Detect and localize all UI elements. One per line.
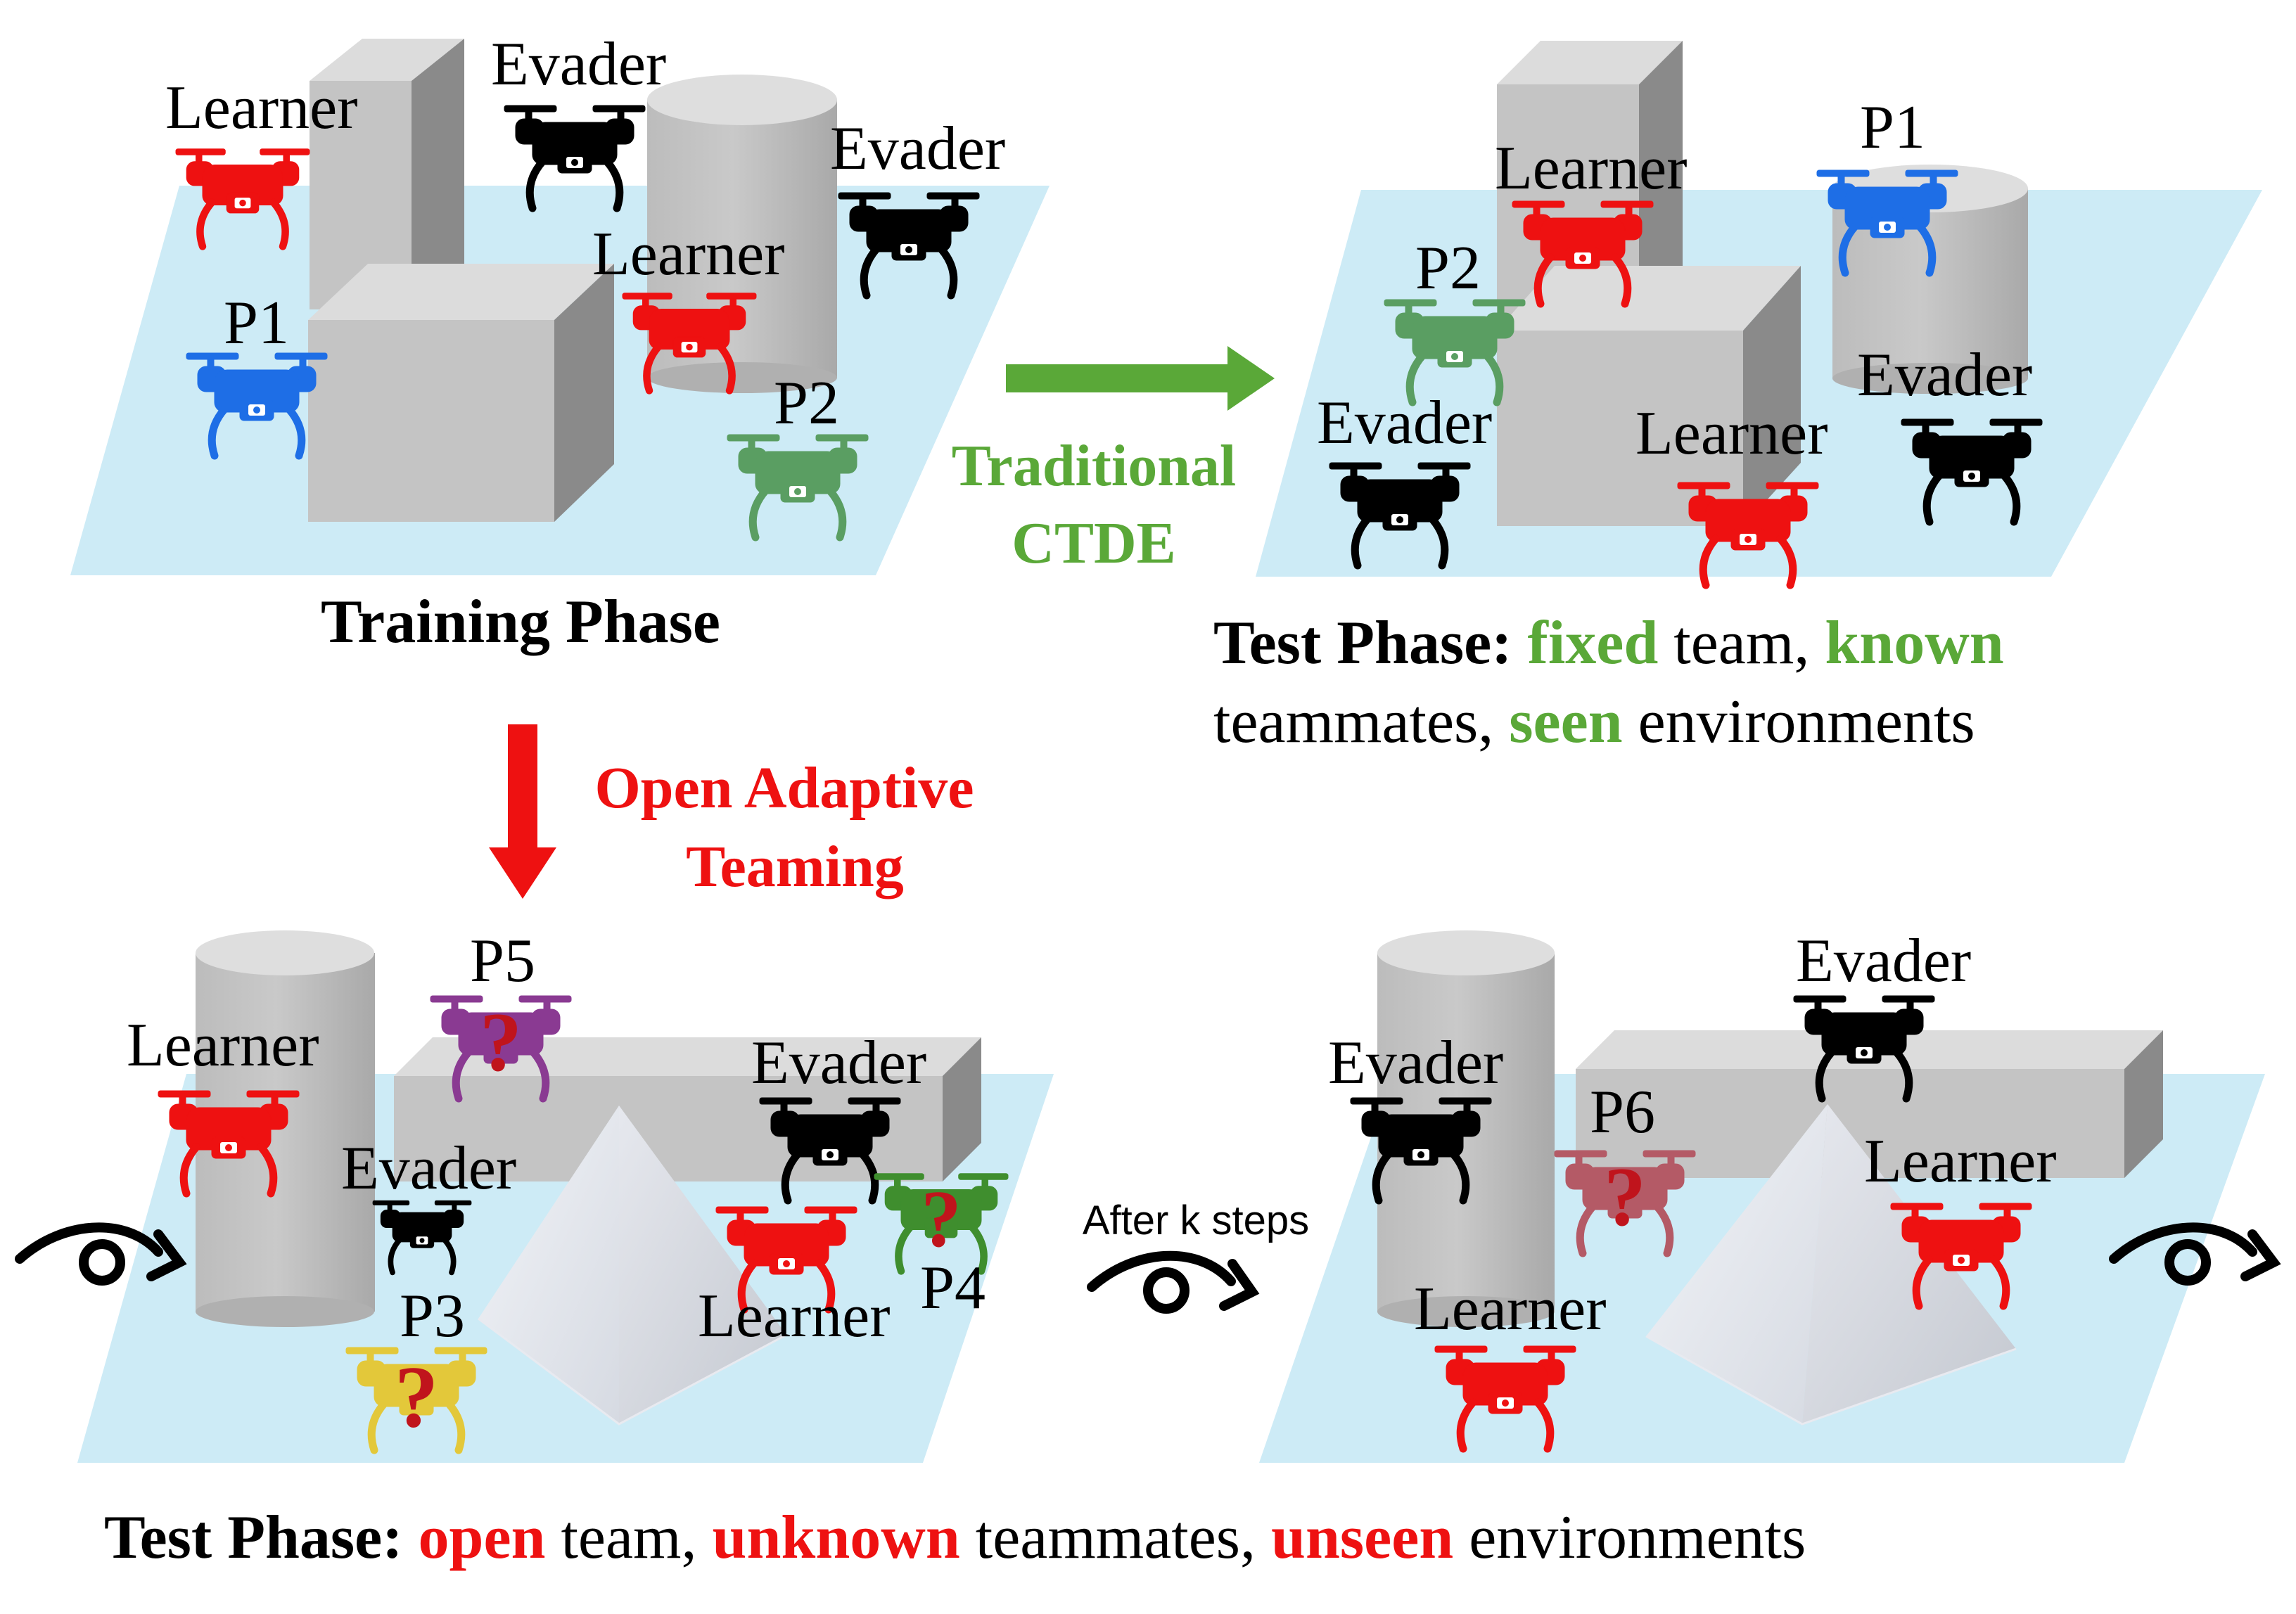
evader-label: Evader <box>1857 341 2032 409</box>
open-adaptive-teaming-arrow: Open Adaptive Teaming <box>489 724 974 899</box>
caption-text: teammates, <box>960 1504 1256 1572</box>
loop-arrow-icon <box>1087 1250 1260 1314</box>
traditional-label: Traditional <box>952 433 1237 499</box>
box-building-front <box>308 264 614 522</box>
learner-label: Learner <box>698 1282 891 1350</box>
traditional-ctde-arrow: Traditional CTDE <box>952 346 1275 576</box>
open-test-panel-a: ? ? ? Learner P5 Evader Evader Learner P… <box>15 927 1054 1463</box>
p6-drone: ? <box>1555 1150 1695 1253</box>
caption-prefix: Test Phase: <box>104 1504 403 1572</box>
p1-label: P1 <box>224 289 289 357</box>
cylinder-building <box>647 75 837 393</box>
teaming-label: Teaming <box>686 834 904 899</box>
loop-arrow-icon <box>15 1222 187 1286</box>
evader-label: Evader <box>1328 1029 1503 1097</box>
p6-label: P6 <box>1590 1078 1655 1146</box>
learner-label: Learner <box>1864 1127 2057 1196</box>
after-k-steps-label: After k steps <box>1083 1198 1309 1243</box>
caption-prefix: Test Phase: <box>1213 609 1512 677</box>
pyramid <box>478 1106 787 1426</box>
question-mark-icon: ? <box>1604 1150 1646 1243</box>
caption-keyword: fixed <box>1528 609 1659 677</box>
p3-label: P3 <box>400 1282 465 1350</box>
p1-label: P1 <box>1860 94 1925 162</box>
evader-label: Evader <box>751 1029 926 1097</box>
caption-text: teammates, <box>1213 688 1493 756</box>
open-test-panel-b: ? Evader Evader P6 Learner Learner <box>1259 927 2281 1463</box>
caption-text: team, <box>1658 609 1809 677</box>
p3-drone: ? <box>346 1347 487 1450</box>
caption-keyword: seen <box>1509 688 1622 756</box>
evader-label: Evader <box>341 1134 516 1203</box>
ctde-test-panel: Learner P1 P2 Evader Evader Learner Test… <box>1213 41 2262 756</box>
question-mark-icon: ? <box>480 995 522 1089</box>
evader-label: Evader <box>830 115 1005 183</box>
question-mark-icon: ? <box>921 1174 962 1264</box>
p5-drone: ? <box>431 995 571 1099</box>
p2-label: P2 <box>1415 234 1481 302</box>
ctde-test-caption: Test Phase: fixed team, known <box>1213 609 2004 677</box>
caption-text: environments <box>1453 1504 1806 1572</box>
p4-label: P4 <box>920 1254 986 1322</box>
learner-label: Learner <box>1414 1275 1607 1343</box>
learner-label: Learner <box>165 74 358 142</box>
question-mark-icon: ? <box>395 1349 439 1446</box>
caption-text: team, <box>545 1504 696 1572</box>
open-adaptive-label: Open Adaptive <box>594 755 974 821</box>
open-test-caption: Test Phase: open team, unknown teammates… <box>104 1504 1806 1572</box>
training-panel: Learner Evader Evader Learner P1 P2 Trai… <box>70 30 1050 656</box>
caption-keyword: open <box>419 1504 546 1572</box>
learner-label: Learner <box>127 1011 319 1080</box>
evader-label: Evader <box>491 30 666 98</box>
learner-label: Learner <box>592 220 785 288</box>
caption-keyword: known <box>1825 609 2003 677</box>
pyramid <box>1645 1104 2017 1426</box>
learner-label: Learner <box>1635 399 1828 468</box>
learner-label: Learner <box>1495 134 1688 203</box>
caption-keyword: unseen <box>1271 1504 1453 1572</box>
p5-label: P5 <box>470 927 535 995</box>
caption-text: environments <box>1623 688 1975 756</box>
after-k-steps-transition: After k steps <box>1083 1198 1309 1314</box>
caption-keyword: unknown <box>713 1504 960 1572</box>
p2-label: P2 <box>774 369 839 437</box>
ctde-label: CTDE <box>1012 511 1175 576</box>
p4-drone: ? <box>874 1174 1008 1272</box>
training-phase-caption: Training Phase <box>321 588 720 656</box>
ctde-test-caption-line2: teammates, seen environments <box>1213 688 1975 756</box>
evader-label: Evader <box>1796 927 1971 995</box>
loop-arrow-icon <box>2109 1222 2281 1286</box>
evader-label: Evader <box>1317 389 1492 457</box>
